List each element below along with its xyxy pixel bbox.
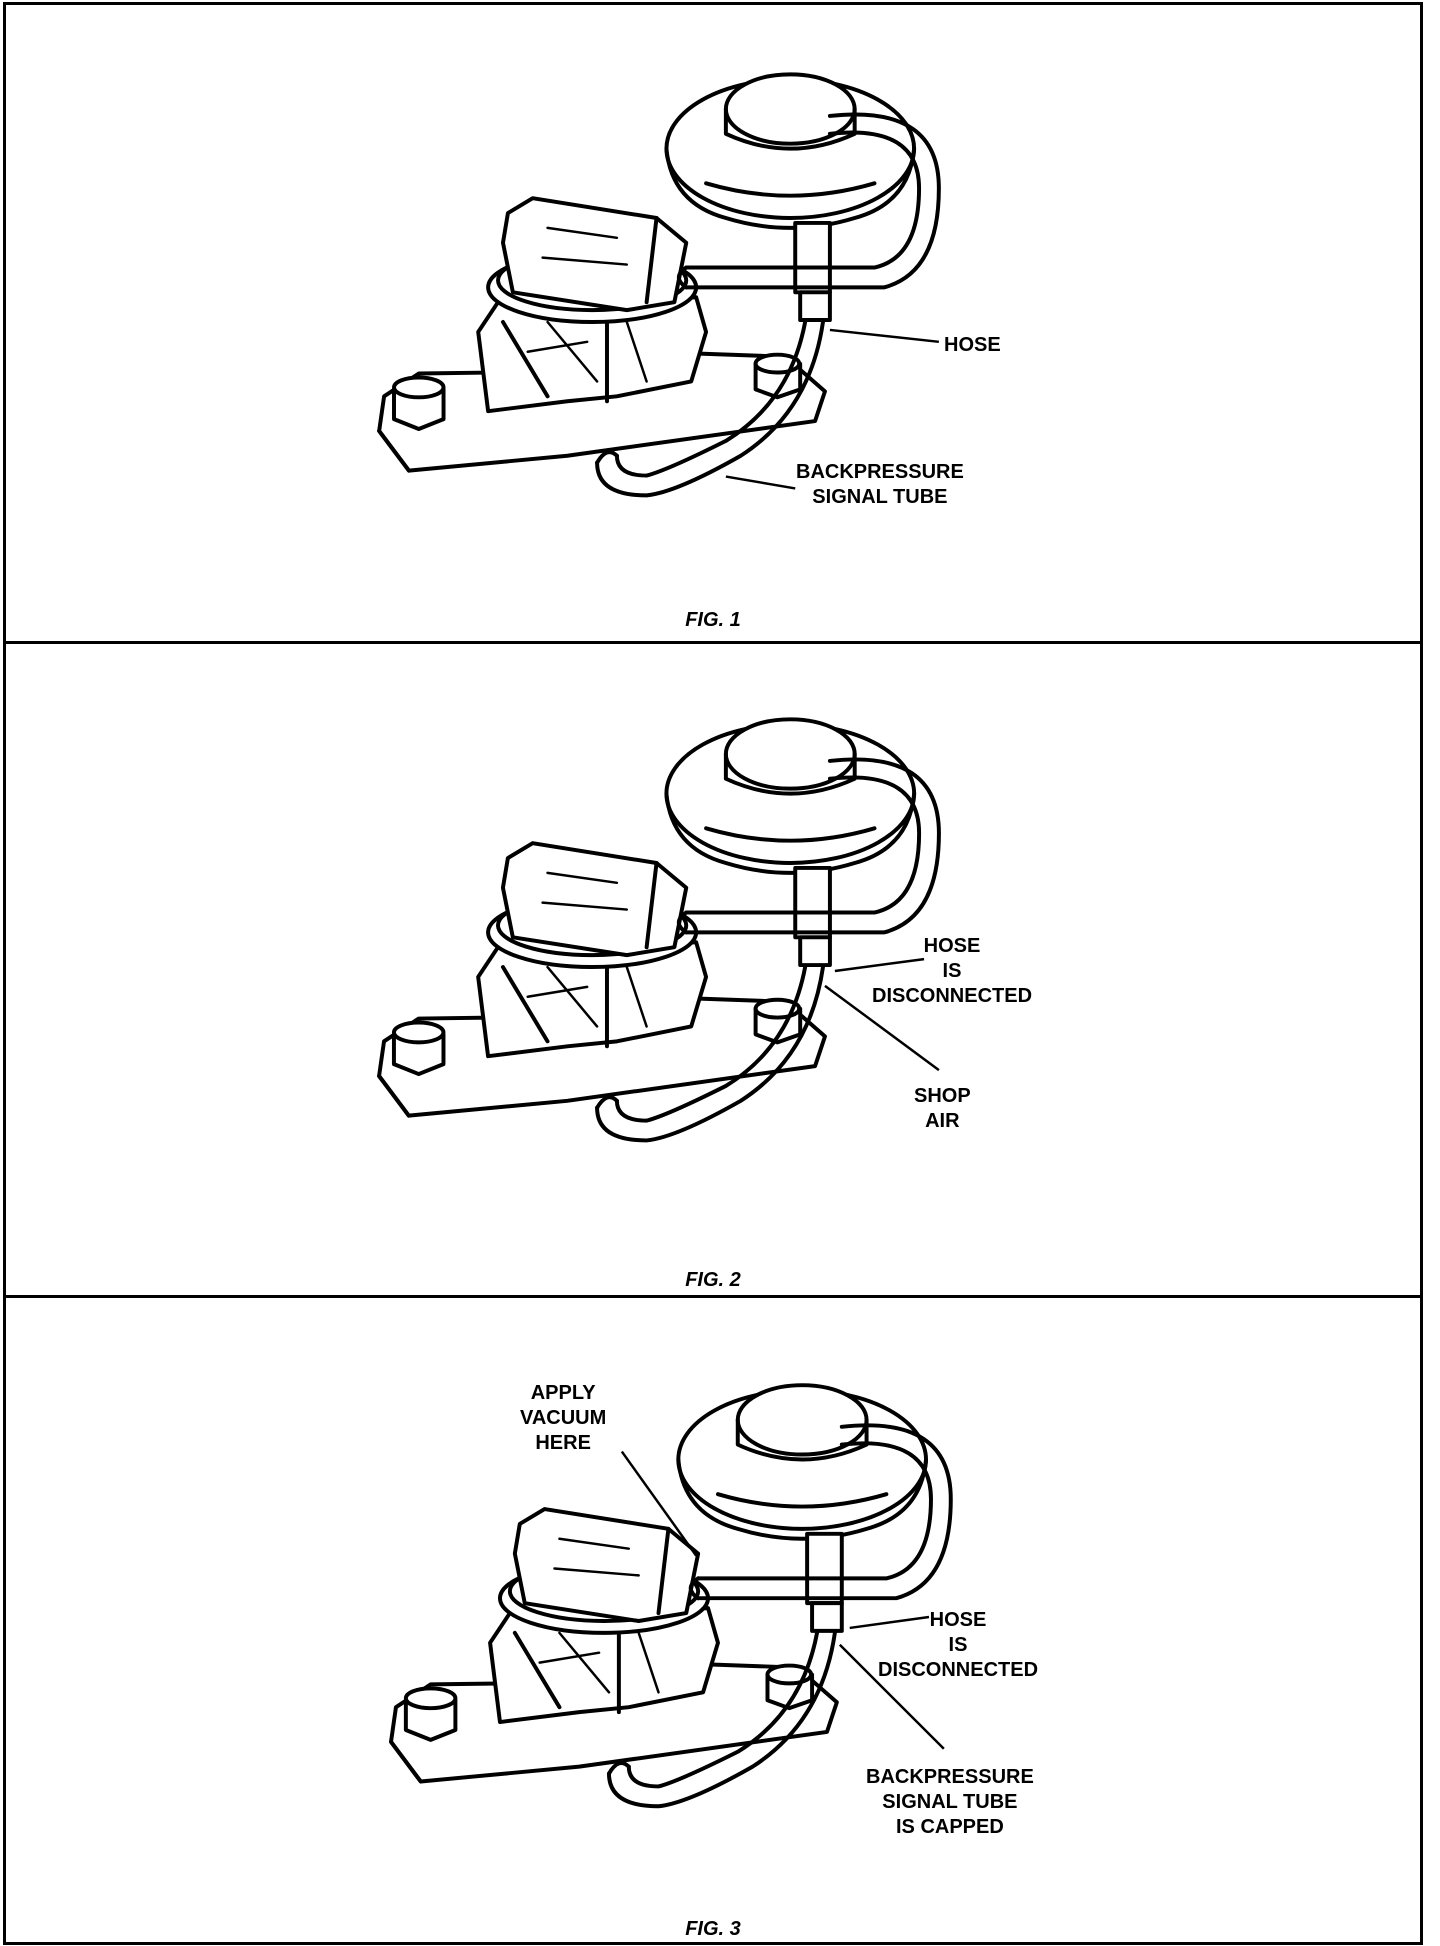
egr-valve-drawing [377, 717, 941, 1143]
figure-3-caption: FIG. 3 [685, 1918, 741, 1940]
hose-leader-line [849, 1615, 930, 1630]
apply-vacuum-callout: APPLY VACUUM HERE [520, 1382, 607, 1454]
figure-3-illustration [389, 1383, 953, 1809]
backpressure-tube-callout: BACKPRESSURE SIGNAL TUBE [796, 461, 964, 508]
hose-disconnected-callout: HOSE IS DISCONNECTED [878, 1609, 1039, 1681]
backpressure-leader-line [725, 475, 796, 490]
hose-callout: HOSE [944, 334, 1001, 356]
figure-2-panel: HOSE IS DISCONNECTED SHOP AIR FIG. 2 [3, 641, 1423, 1299]
figure-1-caption: FIG. 1 [685, 609, 741, 631]
egr-valve-drawing [389, 1383, 953, 1809]
figure-2-caption: FIG. 2 [685, 1269, 741, 1291]
figure-3-panel: APPLY VACUUM HERE HOSE IS DISCONNECTED B… [3, 1295, 1423, 1945]
hose-disconnected-callout: HOSE IS DISCONNECTED [872, 935, 1033, 1007]
shop-air-leader-line [824, 984, 940, 1072]
backpressure-tube-capped-callout: BACKPRESSURE SIGNAL TUBE IS CAPPED [866, 1766, 1034, 1838]
hose-leader-line [834, 957, 925, 973]
figure-1-panel: HOSE BACKPRESSURE SIGNAL TUBE FIG. 1 [3, 2, 1423, 645]
figure-2-illustration [377, 717, 941, 1143]
apply-vacuum-leader-line [620, 1450, 698, 1557]
shop-air-callout: SHOP AIR [914, 1085, 971, 1132]
figure-1-illustration [377, 72, 941, 498]
hose-leader-line [829, 328, 940, 344]
egr-valve-drawing [377, 72, 941, 498]
backpressure-capped-leader-line [838, 1643, 945, 1750]
